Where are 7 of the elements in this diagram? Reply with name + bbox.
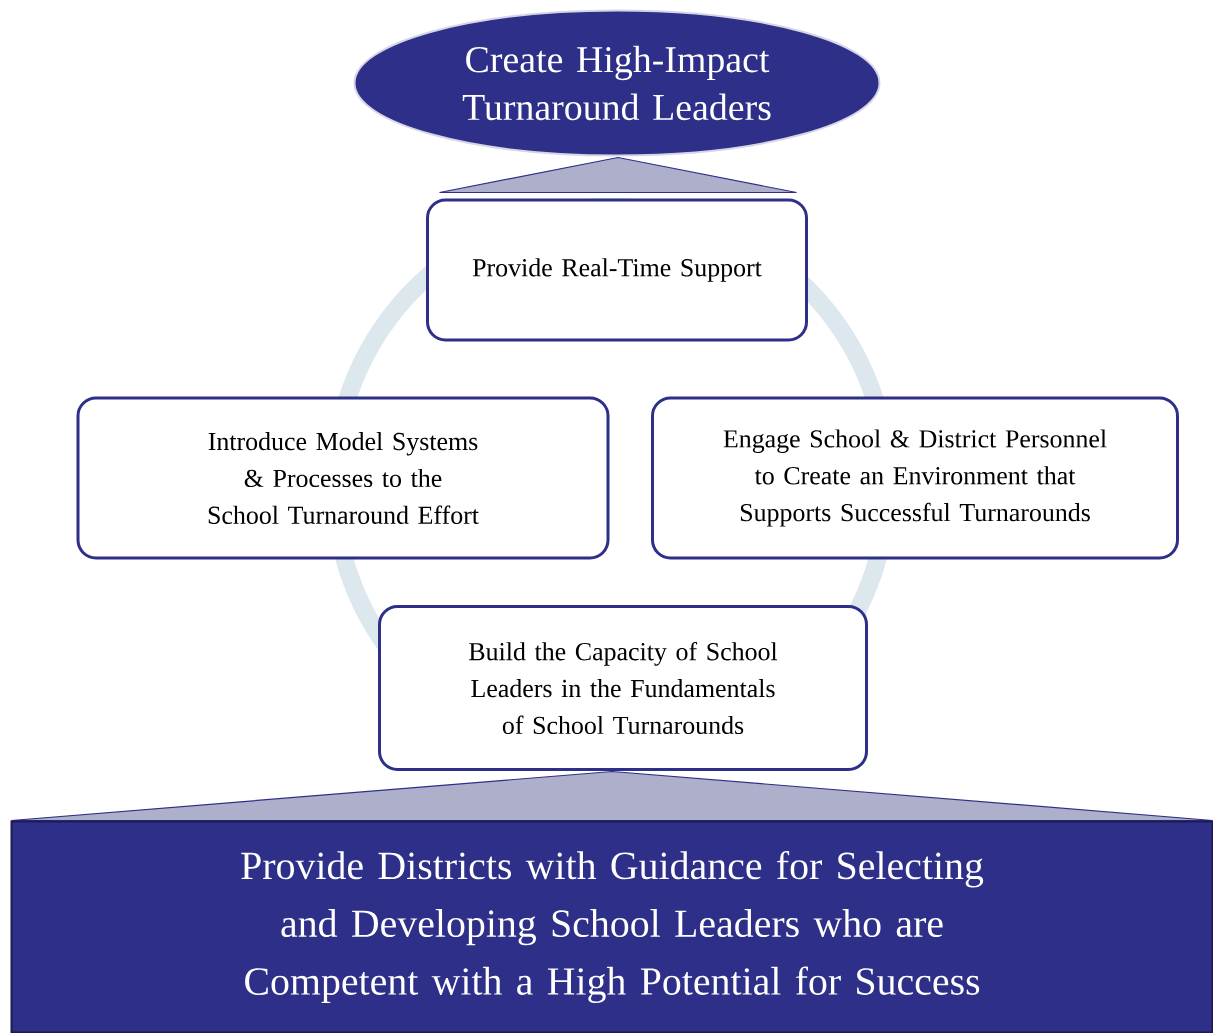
pedestal-triangle <box>438 156 798 194</box>
rounded-box: Engage School & District Personnel to Create an Environment that Supports Successful Turnarounds <box>651 396 1179 560</box>
rounded-box: Provide Real-Time Support <box>426 198 808 342</box>
oval-banner: Create High-Impact Turnaround Leaders <box>353 9 881 157</box>
banner-box: Provide Districts with Guidance for Selecting and Developing School Leaders who are Competent with a High Potential for Success <box>10 820 1213 1033</box>
rounded-box: Introduce Model Systems & Processes to the School Turnaround Effort <box>76 396 610 560</box>
rounded-box: Build the Capacity of School Leaders in the Fundamentals of School Turnarounds <box>378 605 868 771</box>
